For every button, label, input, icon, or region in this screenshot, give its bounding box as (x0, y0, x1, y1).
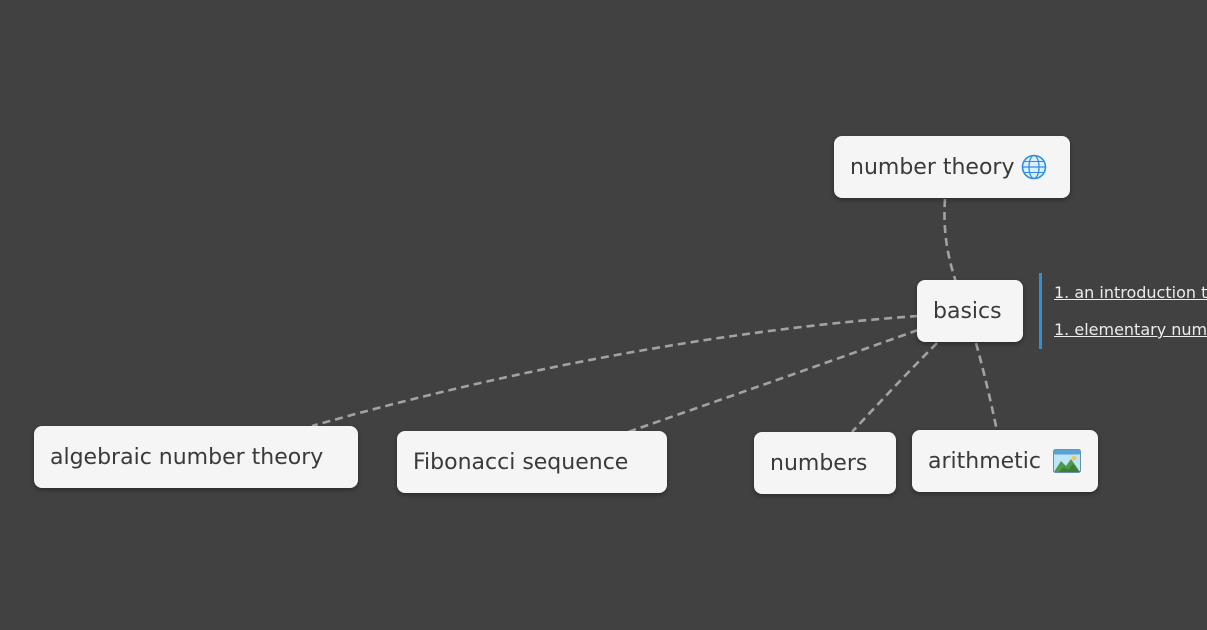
resource-link[interactable]: 1. elementary num (1054, 320, 1207, 339)
node-number-theory[interactable]: number theory (834, 136, 1070, 198)
connector-basics-to-arithmetic (974, 342, 999, 432)
connector-basics-to-fibonacci-sequence (627, 328, 919, 434)
resource-link[interactable]: 1. an introduction t (1054, 283, 1207, 302)
node-arithmetic[interactable]: arithmetic (912, 430, 1098, 492)
node-basics[interactable]: basics (917, 280, 1023, 342)
linked-resources-panel: 1. an introduction t 1. elementary num (1039, 273, 1207, 349)
connector-basics-to-algebraic-number-theory (311, 314, 919, 428)
connector-root-to-basics (943, 198, 958, 283)
globe-icon (1021, 154, 1047, 180)
node-label: number theory (850, 154, 1015, 180)
connector-basics-to-numbers (851, 342, 938, 433)
map-image-icon (1053, 449, 1082, 473)
node-algebraic-number-theory[interactable]: algebraic number theory (34, 426, 358, 488)
node-label: algebraic number theory (50, 444, 324, 470)
node-numbers[interactable]: numbers (754, 432, 896, 494)
node-label: Fibonacci sequence (413, 449, 629, 475)
node-label: arithmetic (928, 448, 1042, 474)
node-label: basics (933, 298, 1002, 324)
node-label: numbers (770, 450, 868, 476)
node-fibonacci-sequence[interactable]: Fibonacci sequence (397, 431, 667, 493)
